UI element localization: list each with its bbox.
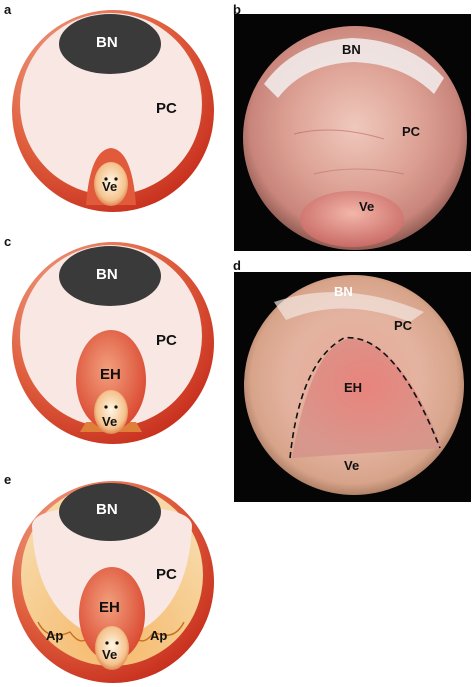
- label-ve-e: Ve: [102, 647, 118, 662]
- panel-letter-a: a: [4, 2, 12, 17]
- label-ve-a: Ve: [102, 179, 118, 194]
- label-ap-left: Ap: [46, 628, 64, 643]
- enlarged-hyperplasia: [76, 330, 146, 430]
- label-bn-c: BN: [96, 266, 118, 283]
- panel-letter-c: c: [4, 234, 12, 249]
- label-ve-d: Ve: [344, 458, 360, 473]
- label-ve-b: Ve: [359, 199, 375, 214]
- label-ap-right: Ap: [150, 628, 168, 643]
- label-pc-a: PC: [156, 100, 177, 117]
- label-bn-e: BN: [96, 501, 118, 518]
- label-pc-c: PC: [156, 332, 177, 349]
- label-bn-b: BN: [342, 42, 361, 57]
- label-eh-c: EH: [100, 366, 121, 383]
- ve-dot: [104, 177, 108, 181]
- label-ve-c: Ve: [102, 414, 118, 429]
- label-pc-b: PC: [402, 124, 421, 139]
- label-eh-e: EH: [99, 599, 120, 616]
- label-pc-d: PC: [394, 318, 413, 333]
- endoscopy-image-d: BN PC EH Ve: [234, 272, 471, 502]
- diagram-a: [12, 10, 214, 212]
- diagram-c: [12, 242, 214, 444]
- label-pc-e: PC: [156, 566, 177, 583]
- label-eh-d: EH: [344, 380, 363, 395]
- ve-dot: [114, 177, 118, 181]
- diagram-e: [12, 481, 214, 683]
- panel-letter-b: b: [233, 2, 241, 17]
- endoscopy-image-b: BN PC Ve: [234, 14, 471, 251]
- verumontanum: [94, 162, 128, 206]
- label-bn-d: BN: [334, 284, 353, 299]
- bladder-neck: [59, 14, 161, 74]
- panel-letter-e: e: [4, 472, 12, 487]
- panel-letter-d: d: [233, 258, 241, 273]
- label-bn-a: BN: [96, 34, 118, 51]
